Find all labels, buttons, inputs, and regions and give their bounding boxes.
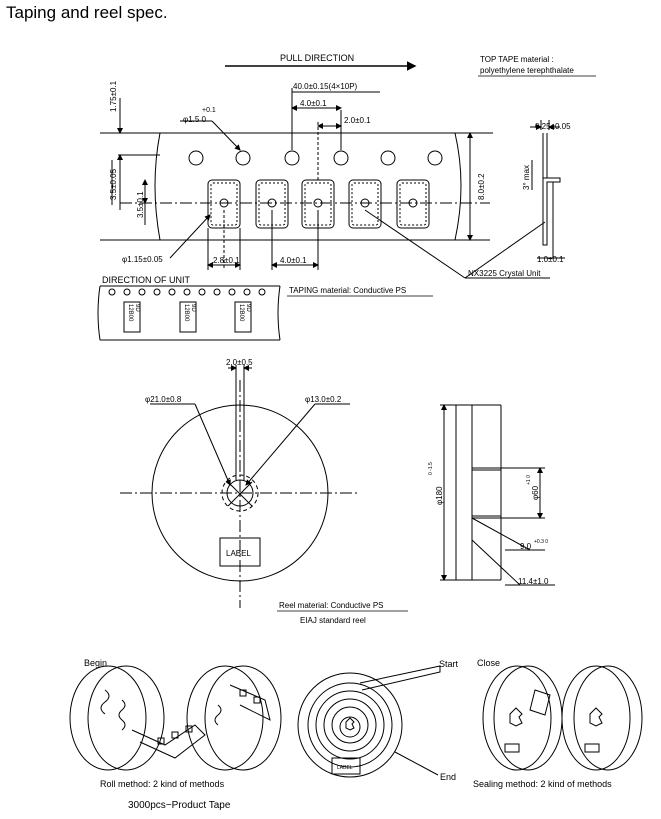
reel-standard: EIAJ standard reel — [300, 616, 366, 625]
dim-4-0-b: 4.0±0.1 — [280, 256, 307, 265]
wound-reel-label: LABEL — [337, 765, 353, 771]
reel-dim-13: φ13.0±0.2 — [305, 395, 342, 404]
dim-8-0: 8.0±0.2 — [477, 173, 486, 200]
roll-method-label: Roll method: 2 kind of methods — [100, 779, 225, 789]
reel-dim-9-tol: +0.3 0 — [534, 539, 548, 545]
close-label: Close — [477, 658, 500, 668]
reel-dim-180: φ180 — [435, 486, 444, 505]
dim-angle: 3° max — [522, 165, 531, 190]
reel-dim-9: 9.0 — [520, 542, 532, 551]
direction-of-unit-strip — [97, 285, 281, 341]
dim-2-8: 2.8±0.1 — [213, 256, 240, 265]
begin-label: Begin — [84, 658, 107, 668]
dim-2-0: 2.0±0.1 — [344, 116, 371, 125]
dim-hole-tol: +0.1 — [202, 107, 216, 114]
reel-dim-21: φ21.0±0.8 — [145, 395, 182, 404]
reel-dim-180-tol: 0 -1.5 — [428, 462, 434, 475]
dim-3-5-a: 3.5±0.05 — [109, 168, 118, 200]
reel-side — [440, 404, 555, 586]
reel-material: Reel material: Conductive PS — [279, 601, 384, 610]
unit-marking-1a: 12B00 — [127, 304, 133, 322]
tape-profile — [530, 120, 565, 259]
reel-dim-60: φ60 — [531, 485, 540, 500]
dim-3-5-b: 3.5±0.1 — [136, 191, 145, 218]
dim-hole-dia: φ1.5 0 — [183, 115, 207, 124]
start-label: Start — [439, 659, 459, 669]
top-tape-label: TOP TAPE material : — [480, 55, 554, 64]
reel-dim-11-4: 11.4±1.0 — [518, 577, 549, 586]
wound-reel-illustration — [297, 665, 441, 778]
reel-front — [120, 365, 360, 608]
direction-of-unit-label: DIRECTION OF UNIT — [102, 275, 190, 285]
sealing-method-label: Sealing method: 2 kind of methods — [473, 779, 612, 789]
dim-1-75: 1.75±0.1 — [109, 80, 118, 112]
dim-1-0: 1.0±0.1 — [537, 255, 564, 264]
unit-marking-2c: 9D — [245, 304, 251, 312]
tape-drawing — [100, 61, 550, 279]
taping-material: TAPING material: Conductive PS — [289, 286, 406, 295]
page-title: Taping and reel spec. — [6, 3, 168, 22]
top-tape-material: polyethylene terephthalate — [480, 66, 574, 75]
unit-marking-1b: 12B00 — [183, 304, 189, 322]
roll-method-illustration — [69, 665, 282, 771]
dim-hole-pitch: 4.0±0.1 — [300, 99, 327, 108]
tape-body — [154, 132, 462, 241]
unit-marking-2b: 9D — [190, 304, 196, 312]
unit-marking-1c: 12B00 — [238, 304, 244, 322]
unit-marking-2a: 9D — [134, 304, 140, 312]
reel-dim-60-tol: +1 0 — [526, 475, 532, 485]
crystal-unit-label: NX3225 Crystal Unit — [468, 269, 541, 278]
end-label: End — [440, 772, 456, 782]
product-tape-label: 3000pcs−Product Tape — [128, 800, 231, 811]
pull-direction-label: PULL DIRECTION — [280, 53, 354, 63]
reel-label: LABEL — [226, 549, 251, 558]
dim-pitch-total: 40.0±0.15(4×10P) — [293, 82, 358, 91]
reel-dim-2-0: 2.0±0.5 — [226, 358, 253, 367]
sealing-method-illustration — [482, 665, 643, 771]
dim-0-25: 0.25±0.05 — [535, 122, 571, 131]
dim-pocket-hole: φ1.15±0.05 — [122, 255, 163, 264]
